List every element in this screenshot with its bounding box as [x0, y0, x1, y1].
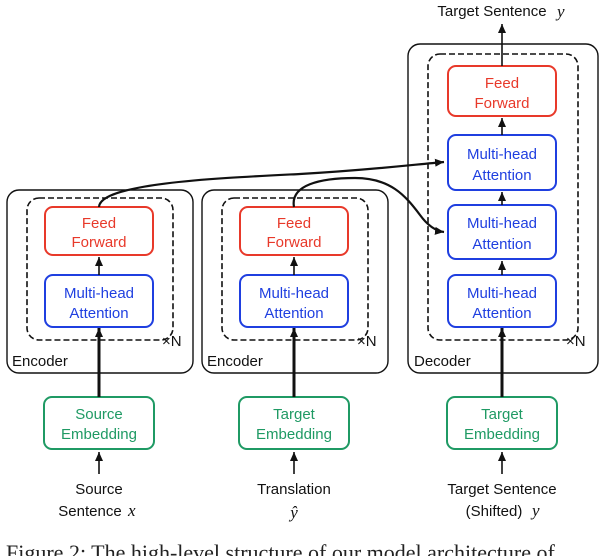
decoder-cross-attention-top-label-2: Attention: [472, 167, 531, 184]
translation-embedding-label-2: Embedding: [256, 426, 332, 443]
encoder-translation-to-decoder-connection: [292, 176, 445, 235]
decoder-output-symbol: y: [555, 2, 565, 21]
figure-caption: Figure 2: The high-level structure of ou…: [6, 540, 555, 556]
source-input-symbol: x: [127, 501, 136, 520]
encoder-translation: Feed Forward Multi-head Attention Encode…: [201, 189, 389, 522]
source-input-label-2: Sentence: [58, 503, 121, 520]
decoder-embedding-label-1: Target: [481, 406, 524, 423]
decoder-caption: Decoder: [414, 353, 471, 370]
decoder-self-attention-label-1: Multi-head: [467, 285, 537, 302]
encoder-translation-ffn-label-2: Forward: [266, 234, 321, 251]
decoder-input-label-1: Target Sentence: [447, 481, 556, 498]
translation-embedding-label-1: Target: [273, 406, 316, 423]
encoder-translation-repeat: ×N: [357, 333, 377, 350]
decoder-output-label: Target Sentence: [437, 3, 546, 20]
encoder-source-caption: Encoder: [12, 353, 68, 370]
decoder-repeat: ×N: [566, 333, 586, 350]
decoder-cross-attention-mid-label-2: Attention: [472, 236, 531, 253]
decoder: Feed Forward Multi-head Attention Multi-…: [407, 2, 599, 520]
encoder-source-attention-label-1: Multi-head: [64, 285, 134, 302]
decoder-ffn-label-2: Forward: [474, 95, 529, 112]
decoder-embedding-label-2: Embedding: [464, 426, 540, 443]
encoder-source-repeat: ×N: [162, 333, 182, 350]
encoder-translation-attention-label-1: Multi-head: [259, 285, 329, 302]
encoder-translation-attention-label-2: Attention: [264, 305, 323, 322]
source-embedding-label-2: Embedding: [61, 426, 137, 443]
translation-input-symbol: ŷ: [288, 503, 298, 522]
source-embedding-label-1: Source: [75, 406, 123, 423]
encoder-translation-ffn-label-1: Feed: [277, 215, 311, 232]
decoder-cross-attention-top-label-1: Multi-head: [467, 146, 537, 163]
decoder-input-label-2: (Shifted): [466, 503, 523, 520]
encoder-source: Feed Forward Multi-head Attention Encode…: [6, 189, 194, 520]
decoder-self-attention-label-2: Attention: [472, 305, 531, 322]
decoder-ffn-label-1: Feed: [485, 75, 519, 92]
decoder-cross-attention-mid-label-1: Multi-head: [467, 215, 537, 232]
encoder-source-to-decoder-connection: [97, 158, 445, 208]
translation-input-label: Translation: [257, 481, 331, 498]
encoder-source-ffn-label-1: Feed: [82, 215, 116, 232]
encoder-source-ffn-label-2: Forward: [71, 234, 126, 251]
source-input-label-1: Source: [75, 481, 123, 498]
encoder-translation-caption: Encoder: [207, 353, 263, 370]
decoder-input-symbol: y: [530, 501, 540, 520]
encoder-source-attention-label-2: Attention: [69, 305, 128, 322]
